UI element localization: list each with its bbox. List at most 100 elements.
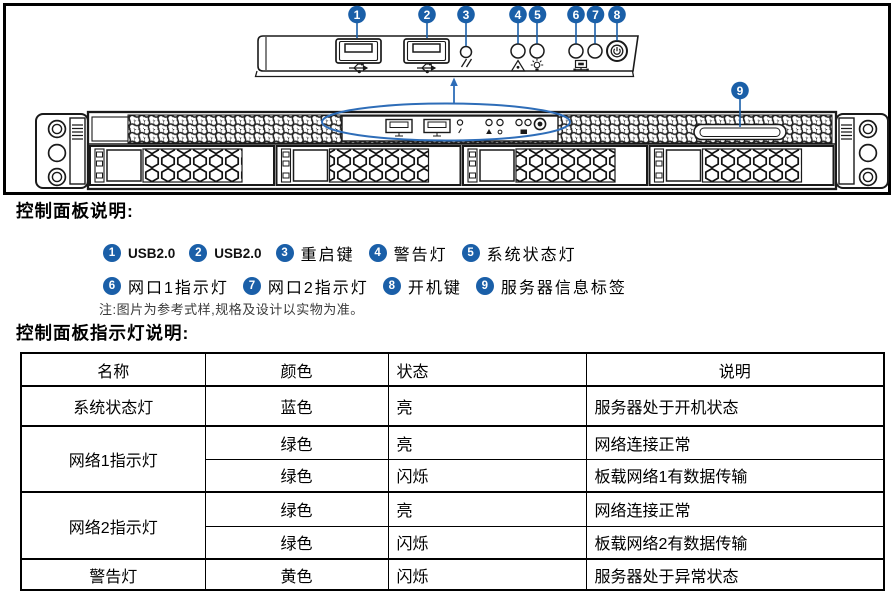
reference-note: 注:图片为参考式样,规格及设计以实物为准。 bbox=[99, 302, 364, 317]
balloon-6: 6 bbox=[567, 5, 585, 24]
cell-color: 绿色 bbox=[204, 425, 389, 460]
cell-name: 警告灯 bbox=[20, 558, 206, 591]
cell-state: 闪烁 bbox=[387, 458, 587, 493]
legend-label: 系统状态灯 bbox=[486, 247, 577, 264]
network-icon bbox=[573, 59, 589, 71]
drive-bay bbox=[89, 145, 275, 186]
header-desc: 说明 bbox=[585, 352, 885, 387]
cell-name: 网络1指示灯 bbox=[20, 425, 206, 493]
svg-text:9: 9 bbox=[737, 84, 744, 98]
svg-text:3: 3 bbox=[463, 8, 470, 22]
server-front-view bbox=[35, 110, 889, 191]
svg-text:4: 4 bbox=[515, 8, 522, 22]
server-front-panel-figure: 1 2 3 4 5 6 7 bbox=[3, 3, 891, 195]
callout-arrow bbox=[450, 77, 458, 104]
legend-badge-9: 9 bbox=[475, 277, 494, 295]
drive-bays bbox=[89, 145, 835, 186]
power-icon bbox=[613, 47, 621, 55]
table-row: 网络2指示灯 绿色 亮 网络连接正常 bbox=[20, 491, 885, 560]
svg-text:8: 8 bbox=[614, 8, 621, 22]
control-panel-closeup bbox=[254, 35, 639, 78]
indicator-section-heading: 控制面板指示灯说明: bbox=[16, 323, 190, 343]
header-state: 状态 bbox=[387, 352, 587, 387]
lan1-led bbox=[568, 43, 584, 59]
cell-color: 绿色 bbox=[204, 458, 389, 493]
svg-text:2: 2 bbox=[424, 8, 431, 22]
balloon-8: 8 bbox=[608, 5, 626, 24]
power-button bbox=[606, 40, 628, 62]
legend-badge-7: 7 bbox=[242, 277, 261, 295]
legend-item: 2 USB2.0 bbox=[189, 244, 262, 262]
lan2-led bbox=[587, 43, 603, 59]
balloon-5: 5 bbox=[528, 5, 547, 24]
panel-section-heading: 控制面板说明: bbox=[16, 201, 134, 221]
svg-text:1: 1 bbox=[354, 8, 361, 22]
cell-color: 绿色 bbox=[204, 525, 389, 560]
cell-state: 亮 bbox=[387, 425, 587, 460]
legend-label: 服务器信息标签 bbox=[500, 280, 627, 297]
drive-bay bbox=[275, 145, 462, 186]
legend-label: 重启键 bbox=[300, 247, 355, 264]
legend-item: 8 开机键 bbox=[382, 274, 462, 298]
table-row: 网络1指示灯 绿色 亮 网络连接正常 bbox=[20, 425, 885, 493]
legend-badge-2: 2 bbox=[189, 244, 208, 262]
header-color: 颜色 bbox=[204, 352, 389, 387]
legend-item: 1 USB2.0 bbox=[103, 244, 175, 262]
usb-icon bbox=[349, 62, 369, 74]
usb-port-2 bbox=[403, 38, 450, 74]
highlight-ellipse bbox=[321, 102, 571, 142]
balloon-3: 3 bbox=[457, 5, 475, 24]
service-tag-label bbox=[693, 123, 787, 141]
cell-color: 绿色 bbox=[204, 491, 389, 527]
cell-name: 系统状态灯 bbox=[20, 385, 206, 427]
table-row: 警告灯 黄色 闪烁 服务器处于异常状态 bbox=[20, 558, 885, 591]
drive-bay bbox=[462, 145, 648, 186]
cell-color: 蓝色 bbox=[204, 385, 389, 427]
legend-item: 9 服务器信息标签 bbox=[475, 274, 627, 298]
legend-label: 警告灯 bbox=[393, 247, 448, 264]
legend-item: 3 重启键 bbox=[275, 241, 355, 265]
cell-color: 黄色 bbox=[204, 558, 389, 591]
warning-led bbox=[510, 43, 526, 72]
cell-desc: 网络连接正常 bbox=[585, 425, 885, 460]
drive-bay bbox=[648, 145, 835, 186]
balloon-4: 4 bbox=[509, 5, 527, 24]
legend-label: USB2.0 bbox=[128, 245, 176, 261]
cell-desc: 网络连接正常 bbox=[585, 491, 885, 527]
legend-line-2: 6 网口1指示灯 7 网口2指示灯 8 开机键 9 服务器信息标签 bbox=[103, 274, 641, 298]
cell-state: 亮 bbox=[387, 491, 587, 527]
table-header-row: 名称 颜色 状态 说明 bbox=[20, 352, 885, 387]
indicator-table: 名称 颜色 状态 说明 系统状态灯 蓝色 亮 服务器处于开机状态 网络1指示灯 … bbox=[20, 352, 885, 591]
legend-label: 开机键 bbox=[407, 280, 462, 297]
legend-label: USB2.0 bbox=[214, 245, 262, 261]
cell-state: 闪烁 bbox=[387, 525, 587, 560]
warning-icon bbox=[510, 59, 526, 72]
cell-name: 网络2指示灯 bbox=[20, 491, 206, 560]
legend-label: 网口2指示灯 bbox=[267, 280, 369, 297]
svg-text:5: 5 bbox=[534, 8, 541, 22]
svg-text:6: 6 bbox=[573, 8, 580, 22]
legend-line-1: 1 USB2.0 2 USB2.0 3 重启键 4 警告灯 5 系统状态灯 bbox=[103, 241, 591, 265]
balloon-9: 9 bbox=[731, 81, 749, 100]
usb-port-1 bbox=[335, 38, 382, 74]
header-name: 名称 bbox=[20, 352, 206, 387]
legend-badge-6: 6 bbox=[103, 277, 121, 295]
cell-state: 闪烁 bbox=[387, 558, 587, 591]
right-rack-ear bbox=[835, 113, 889, 189]
system-status-led bbox=[529, 43, 545, 72]
legend-badge-4: 4 bbox=[368, 244, 387, 262]
cell-desc: 板载网络2有数据传输 bbox=[585, 525, 885, 560]
legend-label: 网口1指示灯 bbox=[128, 280, 229, 297]
balloon-1: 1 bbox=[348, 5, 366, 24]
legend-badge-5: 5 bbox=[461, 244, 480, 262]
table-row: 绿色 闪烁 板载网络1有数据传输 bbox=[21, 458, 885, 493]
legend-item: 5 系统状态灯 bbox=[461, 241, 577, 265]
left-rack-ear bbox=[35, 113, 89, 189]
legend-item: 4 警告灯 bbox=[368, 241, 448, 265]
cell-desc: 板载网络1有数据传输 bbox=[585, 458, 885, 493]
balloon-2: 2 bbox=[418, 5, 436, 24]
balloon-7: 7 bbox=[586, 5, 605, 24]
callout-balloons: 1 2 3 4 5 6 7 bbox=[348, 5, 749, 127]
cell-state: 亮 bbox=[387, 385, 587, 427]
